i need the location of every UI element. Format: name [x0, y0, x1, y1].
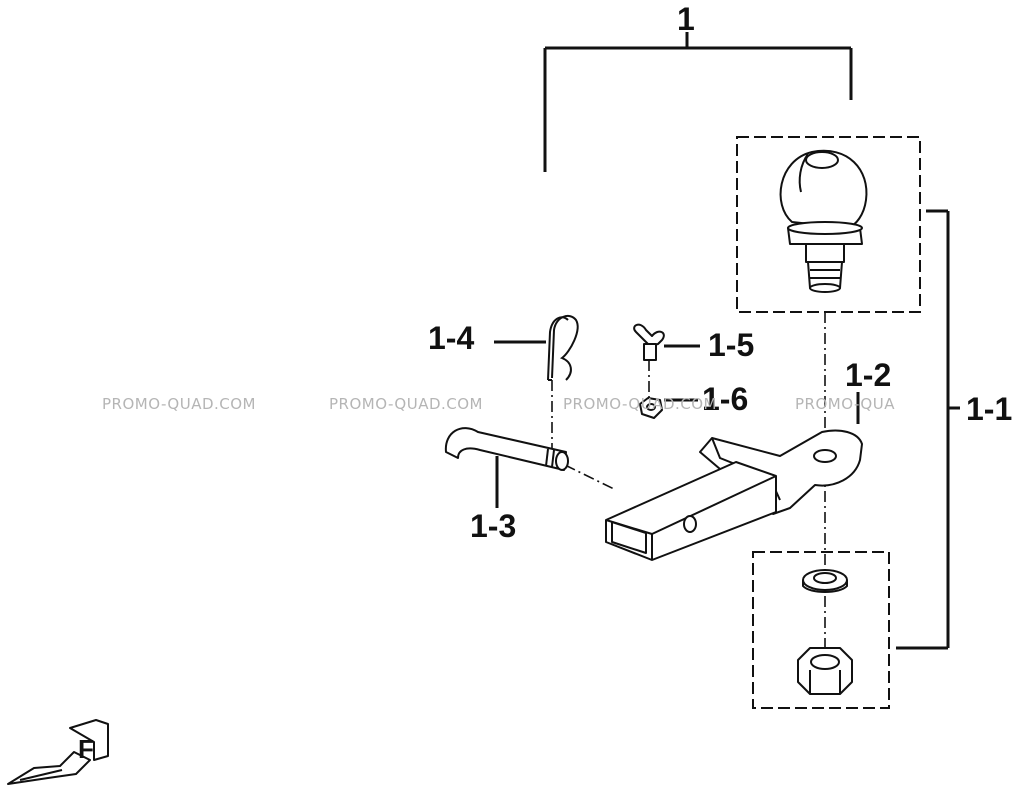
watermark-text: PROMO-QUAD.COM — [329, 395, 483, 413]
callout-1-3: 1-3 — [470, 508, 516, 544]
hair-pin-clip — [547, 314, 579, 381]
callout-1-6: 1-6 — [702, 381, 748, 417]
assembly-bracket — [543, 32, 853, 172]
lock-washer — [802, 569, 848, 593]
callout-1-2: 1-2 — [845, 357, 891, 393]
callout-1: 1 — [677, 1, 695, 37]
callout-1-4: 1-4 — [428, 320, 474, 356]
front-direction-marker: F — [7, 719, 109, 785]
small-nut — [639, 397, 663, 419]
watermark-text: PROMO-QUAD.COM — [102, 395, 256, 413]
hitch-pin — [444, 427, 569, 471]
drawbar — [605, 429, 863, 561]
hitch-ball — [779, 149, 868, 293]
watermark-text: PROMO-QUAD.COM — [563, 395, 717, 413]
ball-group-box — [736, 136, 921, 313]
callout-1-5: 1-5 — [708, 327, 754, 363]
watermark-text: PROMO-QUA — [795, 395, 895, 413]
fastener-group-box — [752, 551, 890, 709]
wing-bolt — [633, 323, 665, 361]
pin-axis-line — [564, 464, 617, 491]
ball-mount-bracket — [896, 209, 960, 650]
hex-nut — [797, 647, 853, 695]
front-letter-f: F — [78, 734, 94, 764]
callout-1-1: 1-1 — [966, 391, 1012, 427]
